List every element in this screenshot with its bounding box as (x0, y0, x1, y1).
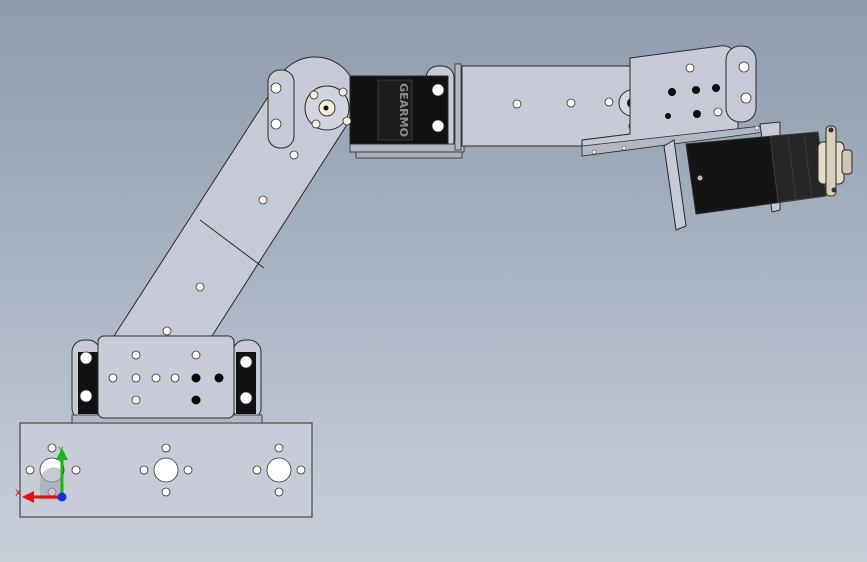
coordinate-triad: Y X (15, 446, 68, 503)
x-axis-label: X (15, 489, 21, 499)
base-plate (19, 422, 313, 518)
elbow-servo: GEARMO (267, 65, 465, 159)
base-hole-pattern-right (252, 443, 306, 497)
y-axis-label: Y (57, 446, 64, 456)
base-hole-pattern-middle (139, 443, 193, 497)
wrist-bracket (581, 45, 781, 157)
base-servo-bracket (71, 335, 263, 424)
gripper-servo (663, 121, 853, 231)
servo-brand-label: GEARMO (397, 83, 410, 137)
